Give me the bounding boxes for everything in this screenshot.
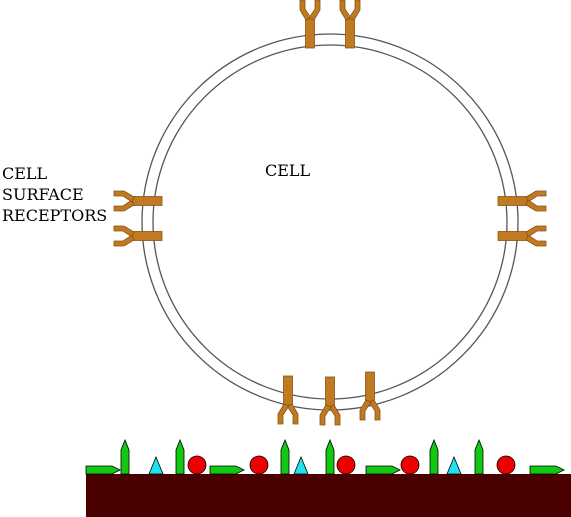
ligands-group xyxy=(85,438,565,475)
red-circle-icon-2 xyxy=(249,455,269,475)
receptor-bottom-1 xyxy=(277,375,299,425)
receptor-bottom-3 xyxy=(359,371,381,421)
receptor-top-2 xyxy=(339,0,361,49)
red-circle-icon-3 xyxy=(336,455,356,475)
green-arrow-icon-1 xyxy=(85,465,121,475)
receptor-right-1 xyxy=(497,190,547,212)
receptor-left-1 xyxy=(113,190,163,212)
red-circle-icon-1 xyxy=(187,455,207,475)
receptor-right-2 xyxy=(497,225,547,247)
receptors-label-line3: RECEPTORS xyxy=(2,206,108,225)
cell-membrane-inner xyxy=(152,44,508,400)
green-arrow-icon-3 xyxy=(365,465,401,475)
green-spike-icon-1 xyxy=(120,438,130,475)
green-spike-icon-3 xyxy=(280,438,290,475)
cell-membrane-outer xyxy=(141,33,519,411)
green-arrow-icon-4 xyxy=(529,465,565,475)
receptors-label-line2: SURFACE xyxy=(2,185,84,204)
receptor-top-1 xyxy=(299,0,321,49)
substrate-bar xyxy=(86,474,571,517)
receptors-label-line1: CELL xyxy=(2,164,48,183)
cyan-triangle-icon-1 xyxy=(148,455,164,475)
cyan-triangle-icon-2 xyxy=(293,455,309,475)
green-spike-icon-5 xyxy=(429,438,439,475)
receptor-bottom-2 xyxy=(319,376,341,426)
red-circle-icon-5 xyxy=(496,455,516,475)
red-circle-icon-4 xyxy=(400,455,420,475)
cyan-triangle-icon-3 xyxy=(446,455,462,475)
green-arrow-icon-2 xyxy=(209,465,245,475)
receptor-left-2 xyxy=(113,225,163,247)
cell-label: CELL xyxy=(265,161,311,180)
green-spike-icon-2 xyxy=(175,438,185,475)
receptors-group xyxy=(113,0,547,426)
green-spike-icon-4 xyxy=(325,438,335,475)
green-spike-icon-6 xyxy=(474,438,484,475)
